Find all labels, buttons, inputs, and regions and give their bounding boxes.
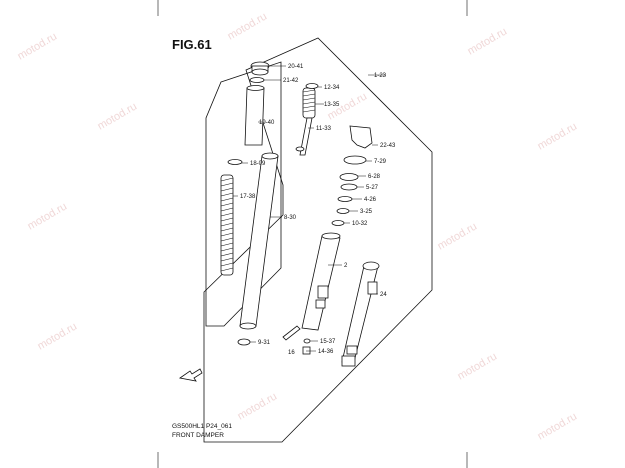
callout-20-41: 20-41 bbox=[288, 64, 304, 70]
guide-metal-upper bbox=[337, 196, 353, 202]
guide-metal-lower bbox=[336, 208, 350, 214]
callout-13-35: 13-35 bbox=[324, 102, 340, 108]
rebound-spring-ring bbox=[305, 83, 319, 89]
inner-group-frame bbox=[205, 61, 282, 327]
figure-title: FIG.61 bbox=[172, 37, 212, 52]
fork-cap-bolt bbox=[250, 61, 270, 76]
drain-bolt bbox=[282, 325, 301, 341]
callout-8-30: 8-30 bbox=[284, 215, 297, 221]
callout-21-42: 21-42 bbox=[283, 78, 299, 84]
watermark-text: motod.ru bbox=[436, 220, 480, 252]
oil-lock-piece bbox=[237, 338, 251, 346]
watermark-text: motod.ru bbox=[536, 410, 580, 442]
oil-seal bbox=[339, 173, 359, 181]
outer-tube bbox=[341, 261, 380, 367]
callout-1-23: 1-23 bbox=[374, 73, 387, 79]
callout-4-26: 4-26 bbox=[364, 197, 377, 203]
seal-spacer bbox=[340, 183, 358, 191]
fork-spring bbox=[220, 174, 234, 276]
watermark-layer: motod.ru motod.ru motod.ru motod.ru moto… bbox=[16, 10, 580, 442]
callout-11-33: 11-33 bbox=[316, 126, 332, 132]
damper-bolt bbox=[302, 346, 311, 355]
callout-9-31: 9-31 bbox=[258, 340, 271, 346]
assembly-frame bbox=[203, 37, 433, 443]
callout-3-25: 3-25 bbox=[360, 209, 373, 215]
callout-7-29: 7-29 bbox=[374, 159, 387, 165]
callout-16: 16 bbox=[288, 350, 295, 356]
watermark-text: motod.ru bbox=[456, 350, 500, 382]
crop-marks bbox=[157, 0, 468, 468]
watermark-text: motod.ru bbox=[36, 320, 80, 352]
callout-18-09: 18-09 bbox=[250, 161, 266, 167]
watermark-text: motod.ru bbox=[236, 390, 280, 422]
front-arrow-icon bbox=[178, 368, 203, 382]
watermark-text: motod.ru bbox=[226, 10, 270, 42]
callout-15-37: 15-37 bbox=[320, 339, 336, 345]
figure-code: GS500HL1 P24_061 bbox=[172, 423, 232, 430]
dust-seal bbox=[349, 125, 373, 149]
o-ring bbox=[249, 77, 265, 83]
damper-cylinder bbox=[301, 232, 341, 331]
callout-17-38: 17-38 bbox=[240, 194, 256, 200]
spacer-tube bbox=[244, 85, 265, 146]
callout-labels: 1-23 20-41 21-42 12-34 13-35 19-40 11-33… bbox=[240, 64, 396, 356]
callout-14-36: 14-36 bbox=[318, 349, 334, 355]
callout-12-34: 12-34 bbox=[324, 85, 340, 91]
callout-5-27: 5-27 bbox=[366, 185, 379, 191]
watermark-text: motod.ru bbox=[536, 120, 580, 152]
callout-24: 24 bbox=[380, 292, 387, 298]
watermark-text: motod.ru bbox=[16, 30, 60, 62]
watermark-text: motod.ru bbox=[466, 25, 510, 57]
leader-lines bbox=[233, 65, 386, 352]
gasket bbox=[303, 338, 311, 344]
callout-22-43: 22-43 bbox=[380, 143, 396, 149]
watermark-text: motod.ru bbox=[26, 200, 70, 232]
washer bbox=[331, 220, 345, 226]
figure-caption: FRONT DAMPER bbox=[172, 432, 224, 439]
callout-10-32: 10-32 bbox=[352, 221, 368, 227]
watermark-text: motod.ru bbox=[96, 100, 140, 132]
callout-2: 2 bbox=[344, 263, 348, 269]
callout-6-28: 6-28 bbox=[368, 174, 381, 180]
oil-seal-stopper-ring bbox=[343, 155, 367, 165]
damper-rod bbox=[295, 87, 316, 156]
spring-washer bbox=[227, 159, 243, 165]
inner-tube bbox=[239, 152, 279, 330]
callout-19-40: 19-40 bbox=[259, 120, 275, 126]
